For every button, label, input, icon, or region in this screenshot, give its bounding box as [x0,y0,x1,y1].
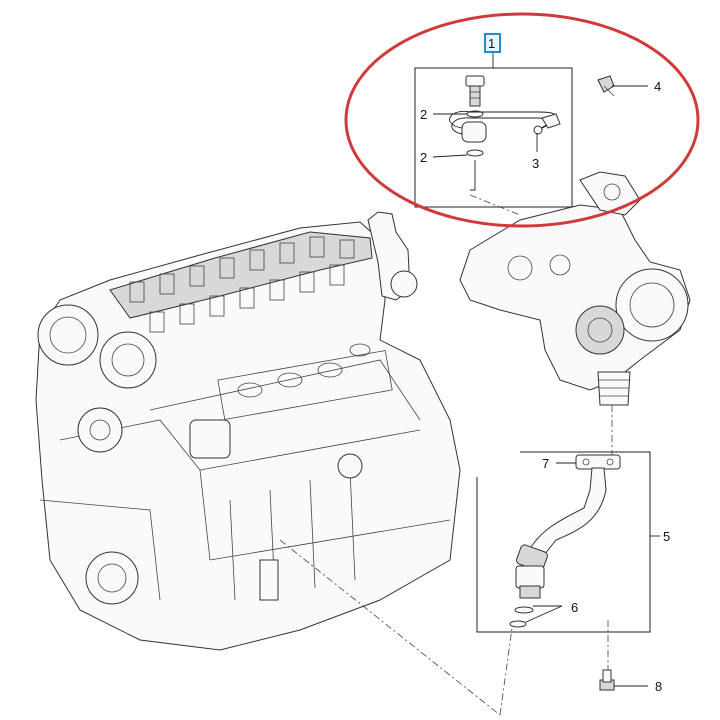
callout-2-lower: 2 [420,150,427,165]
callout-8: 8 [655,679,662,694]
callout-6: 6 [571,600,578,615]
callout-1: 1 [488,36,495,51]
oil-feed-pipe-assembly [414,52,615,208]
callout-3: 3 [532,156,539,171]
highlight-ellipse [344,12,700,228]
callout-5: 5 [663,529,670,544]
callout-leader-lines [432,85,648,464]
bolt-8-part [599,669,648,691]
oil-return-pipe-assembly [476,451,660,633]
turbocharger [459,171,691,406]
callout-4: 4 [654,79,661,94]
callout-7: 7 [542,456,549,471]
callout-1-box [484,33,501,53]
callout-2-upper: 2 [420,107,427,122]
engine-block [35,211,461,651]
